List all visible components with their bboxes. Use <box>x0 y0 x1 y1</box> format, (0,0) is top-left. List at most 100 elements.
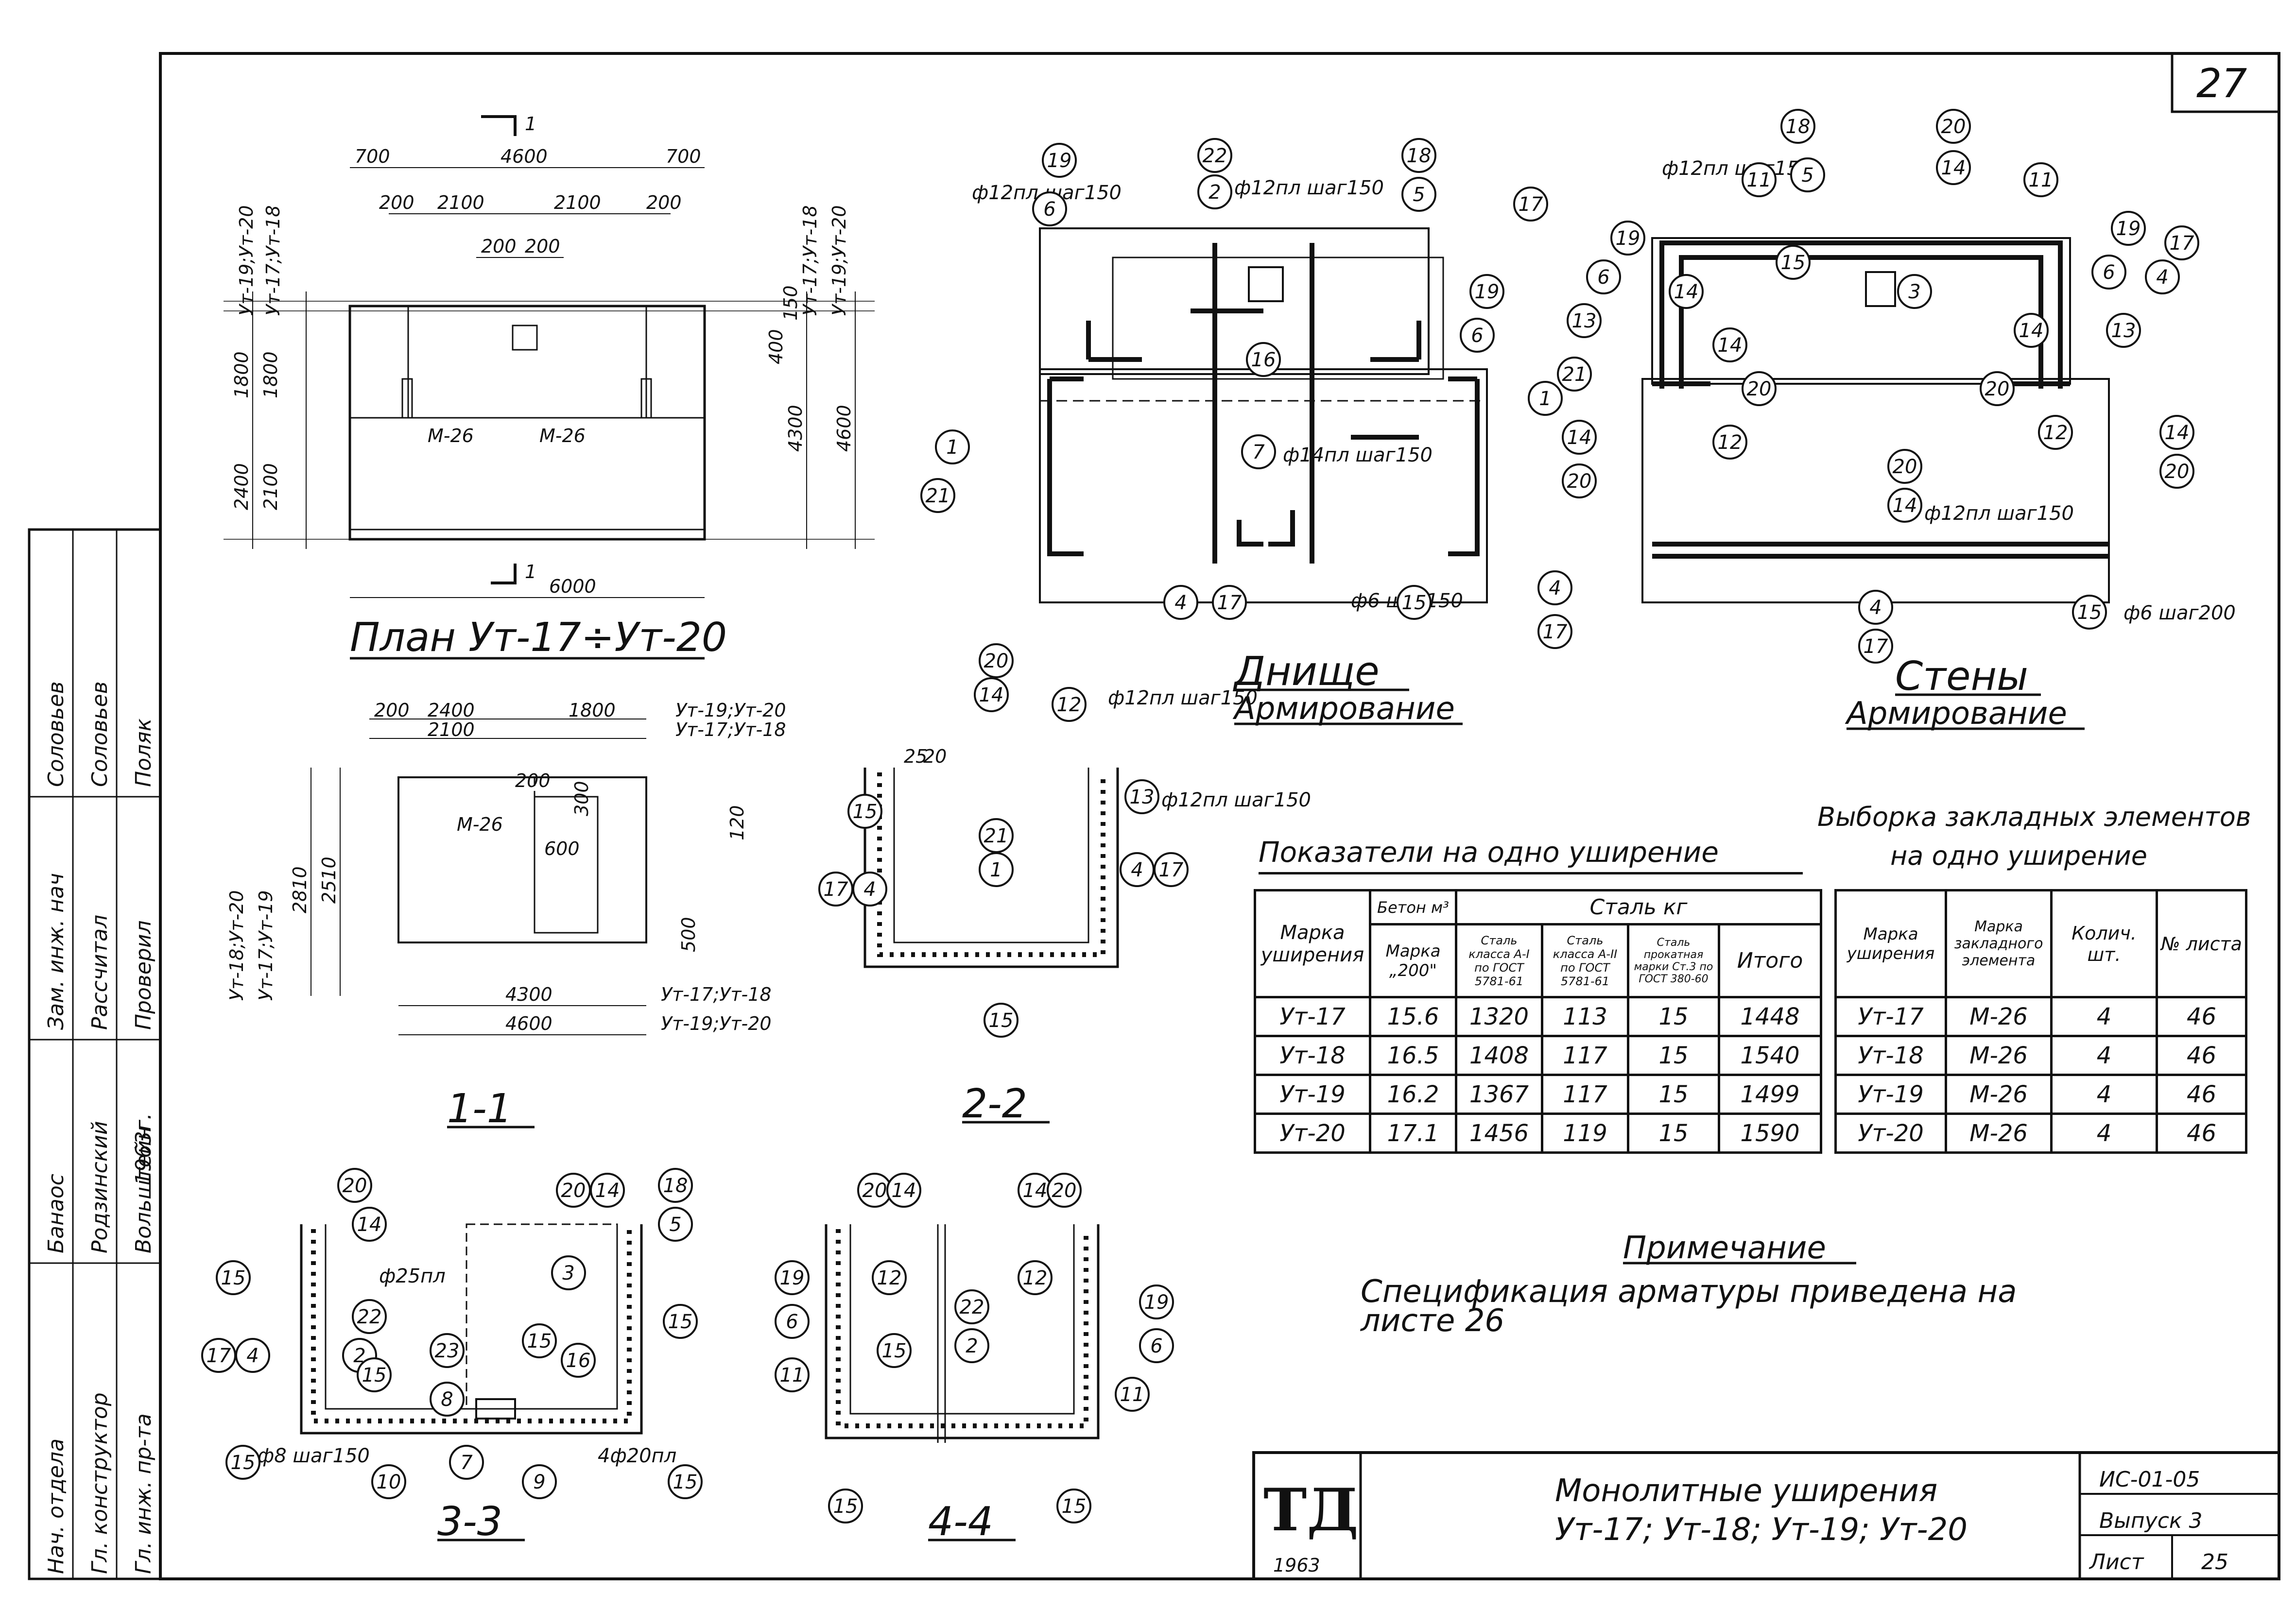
emb-cell: Ут-19 <box>1834 1074 1947 1115</box>
ind-cell: 1540 <box>1718 1035 1822 1076</box>
position-callout <box>954 1289 989 1324</box>
position-callout-number: 17 <box>2170 232 2194 255</box>
position-callout <box>775 1304 810 1339</box>
ind-cell: 15 <box>1627 1035 1720 1076</box>
title-issue: Выпуск 3 <box>2099 1508 2202 1533</box>
position-callout-number: 18 <box>1786 116 1811 138</box>
emb-cell: Ут-17 <box>1834 996 1947 1037</box>
position-callout-number: 20 <box>1747 378 1772 400</box>
ind-col-s1: Сталь класса А-I по ГОСТ 5781-61 <box>1455 923 1543 998</box>
position-callout <box>920 478 955 513</box>
dim-200-a: 200 <box>379 192 414 213</box>
position-callout-number: 23 <box>435 1340 460 1362</box>
position-callout-number: 15 <box>668 1311 693 1333</box>
position-callout-number: 14 <box>979 684 1004 706</box>
ind-cell: 17.1 <box>1369 1113 1457 1154</box>
plan-title: План Ут-17÷Ут-20 <box>350 615 727 661</box>
stamp-name-5: Соловьев <box>87 681 112 787</box>
s33-note-4d20: 4ф20пл <box>598 1445 676 1467</box>
plan-left-label-b: Ут-17;Ут-18 <box>262 205 284 316</box>
position-callout-number: 7 <box>1252 441 1265 463</box>
plan-view: 1 1 700 4600 700 200 2100 2100 200 200 2… <box>224 113 875 661</box>
emb-col-mark: Марка уширения <box>1834 889 1947 998</box>
emb-col-sheet: № листа <box>2156 889 2247 998</box>
position-callout-number: 14 <box>1893 495 1917 517</box>
position-callout-number: 6 <box>2103 261 2115 284</box>
position-callout <box>1401 177 1436 212</box>
section-3-3: ф25пл ф8 шаг150 4ф20пл 3-3 <box>258 1223 676 1545</box>
position-callout <box>1018 1260 1053 1295</box>
position-callout-number: 18 <box>1407 145 1432 167</box>
s11-label-h1: Ут-19;Ут-20 <box>675 700 786 721</box>
section-1-1: 200 2400 1800 Ут-19;Ут-20 2100 Ут-17;Ут-… <box>226 700 786 1132</box>
s11-dim-4600: 4600 <box>505 1013 552 1034</box>
svg-text:25: 25 <box>904 746 927 767</box>
ind-cell: 16.2 <box>1369 1074 1457 1115</box>
ind-col-concrete: Бетон м³ <box>1369 889 1457 925</box>
position-callout-number: 17 <box>1543 621 1568 643</box>
title-sheet-label: Лист <box>2089 1550 2144 1575</box>
position-callout <box>658 1168 693 1203</box>
position-callout <box>1246 342 1281 377</box>
position-callout-number: 15 <box>1402 592 1427 614</box>
position-callout-number: 13 <box>2111 320 2136 342</box>
emb-cell: 4 <box>2050 1074 2158 1115</box>
position-callout <box>1469 274 1504 309</box>
position-callout-number: 2 <box>966 1335 978 1357</box>
note-text-1: Спецификация арматуры приведена на <box>1361 1274 2017 1310</box>
position-callout <box>2014 313 2049 348</box>
emb-cell: М-26 <box>1945 1074 2053 1115</box>
s11-dim-200-inner: 200 <box>515 770 551 791</box>
position-callout <box>1562 463 1597 498</box>
position-callout <box>2159 454 2194 489</box>
position-callout <box>775 1357 810 1392</box>
position-callout-number: 11 <box>780 1364 805 1386</box>
dim-400: 400 <box>765 329 787 364</box>
position-callout <box>216 1260 251 1295</box>
ind-cell: 117 <box>1541 1074 1629 1115</box>
position-callout-number: 22 <box>1203 145 1227 167</box>
stamp-name-1: Банаос <box>44 1174 69 1253</box>
position-callout-number: 4 <box>863 878 876 901</box>
walls-note-d6-200: ф6 шаг200 <box>2123 602 2236 624</box>
position-callout <box>337 1168 372 1203</box>
position-callout-number: 14 <box>1718 334 1743 357</box>
section-2-2-title: 2-2 <box>962 1081 1027 1127</box>
position-callout-number: 14 <box>892 1180 916 1202</box>
position-callout <box>1537 570 1572 605</box>
position-callout-number: 22 <box>960 1296 984 1318</box>
position-callout-number: 19 <box>780 1267 805 1289</box>
position-callout <box>974 677 1009 712</box>
bottom-subtitle: Армирование <box>1232 691 1455 727</box>
title-sheet-no: 25 <box>2201 1550 2228 1575</box>
position-callout-number: 20 <box>2165 461 2190 483</box>
title-block: ТД 1963 Монолитные уширения Ут-17; Ут-18… <box>1252 1451 2280 1580</box>
emb-col-qty: Колич. шт. <box>2050 889 2158 998</box>
position-callout-number: 14 <box>1567 427 1592 449</box>
s11-label-h2: Ут-17;Ут-18 <box>675 719 786 740</box>
position-callout <box>668 1464 703 1499</box>
walls-note-b: ф12пл шаг150 <box>1924 502 2074 525</box>
position-callout <box>1562 420 1597 455</box>
position-callout-number: 21 <box>984 825 1009 847</box>
position-callout <box>1712 425 1747 460</box>
position-callout <box>984 1003 1019 1038</box>
embedded-title-1: Выборка закладных элементов <box>1817 802 2251 832</box>
td-logo: ТД <box>1263 1476 1359 1544</box>
position-callout <box>522 1323 557 1358</box>
dim-200-b: 200 <box>646 192 682 213</box>
indicators-title: Показатели на одно уширение <box>1259 836 1719 869</box>
title-code: ИС-01-05 <box>2099 1467 2200 1492</box>
position-callout <box>847 794 882 829</box>
ind-col-steel: Сталь кг <box>1455 889 1822 925</box>
position-callout <box>1610 221 1645 256</box>
position-callout <box>2091 255 2126 290</box>
s11-blabel-1: Ут-17;Ут-18 <box>661 984 772 1005</box>
position-callout <box>1115 1377 1150 1412</box>
position-callout <box>1513 187 1548 222</box>
position-callout-number: 20 <box>561 1180 586 1202</box>
stamp-role-2: Гл. конструктор <box>87 1392 112 1574</box>
bottom-reinforcement-view: ф12пл шаг150 ф12пл шаг150 ф14пл шаг150 ф… <box>972 177 1488 727</box>
